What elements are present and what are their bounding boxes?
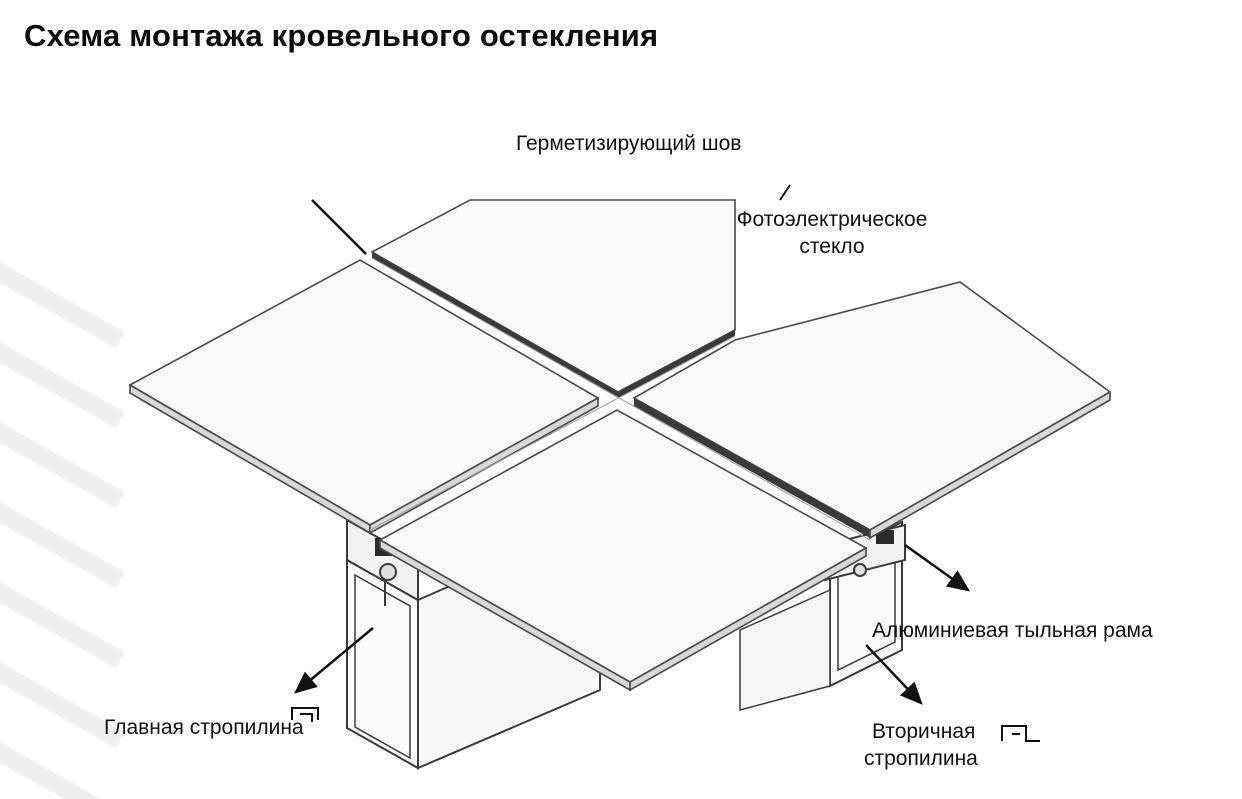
aluminum-frame-label: Алюминиевая тыльная рама (872, 619, 1153, 642)
glass-panels (128, 199, 1112, 692)
main-rafter-arrow (294, 627, 374, 694)
bracket-marks (291, 707, 1040, 742)
pv-glass-label: Фотоэлектрическое стекло (712, 206, 952, 260)
pv-glass-label-line2: стекло (799, 235, 865, 258)
secondary-rafter-label-line1: Вторичная (872, 720, 976, 743)
glass-panel-right (632, 281, 1112, 531)
pv-glass-label-line1: Фотоэлектрическое (736, 208, 928, 231)
leader-lines (294, 184, 971, 705)
glass-panel-back (370, 199, 736, 393)
secondary-rafter-arrow (865, 644, 923, 705)
secondary-rafter-label: Вторичная стропилина (864, 718, 978, 772)
sealing-seam-leader (311, 199, 367, 255)
aluminum-frame-arrow (904, 543, 971, 592)
secondary-rafter-label-line2: стропилина (864, 747, 978, 770)
main-rafter-label: Главная стропилина (104, 716, 304, 739)
pv-glass-leader (779, 184, 791, 201)
page-title: Схема монтажа кровельного остекления (24, 18, 659, 53)
background-stripes (0, 262, 125, 799)
sealing-seam-label: Герметизирующий шов (516, 132, 742, 155)
